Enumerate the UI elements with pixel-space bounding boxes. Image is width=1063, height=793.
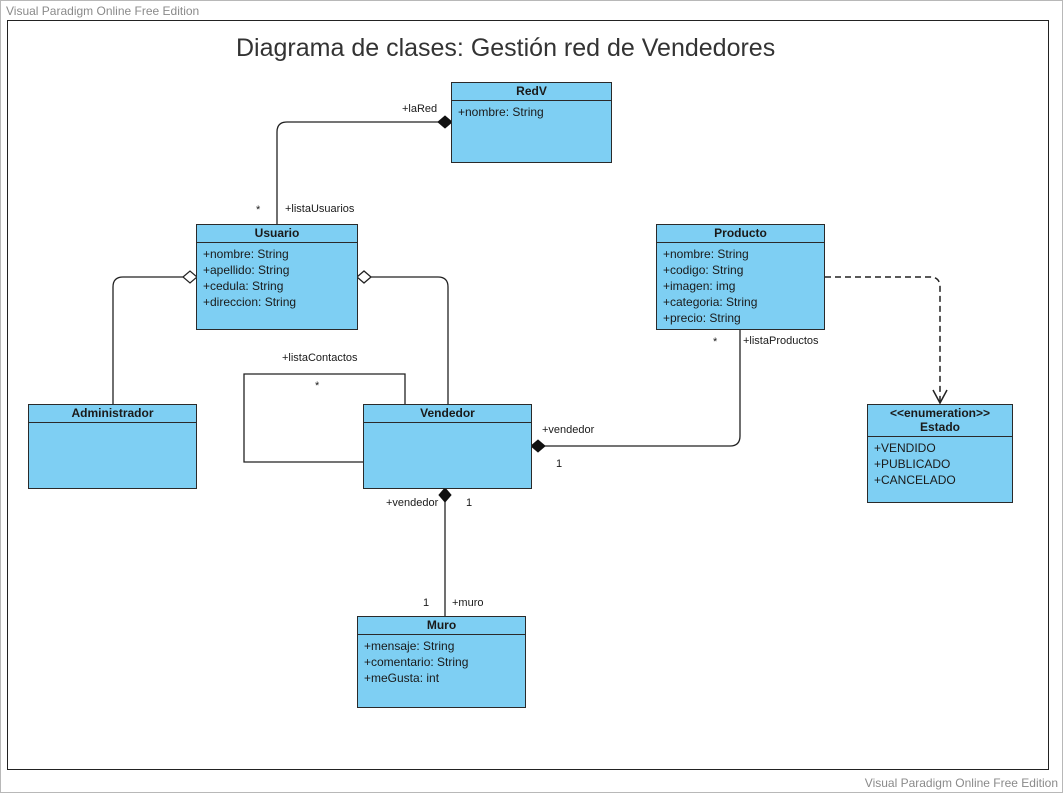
class-attribute: +imagen: img bbox=[663, 279, 736, 293]
role-label-vendedor-right: +vendedor bbox=[542, 424, 595, 436]
class-muro-attributes: +mensaje: String +comentario: String +me… bbox=[358, 635, 525, 689]
class-attribute: +nombre: String bbox=[203, 247, 289, 261]
class-producto-name: Producto bbox=[657, 225, 824, 243]
class-vendedor-name: Vendedor bbox=[364, 405, 531, 423]
usuario-aggregation-diamond-right bbox=[356, 270, 372, 284]
role-label-vendedor-bottom: +vendedor bbox=[386, 497, 439, 509]
class-estado-literals: +VENDIDO +PUBLICADO +CANCELADO bbox=[868, 437, 1012, 491]
class-estado-name: <<enumeration>> Estado bbox=[868, 405, 1012, 437]
class-attribute: +nombre: String bbox=[663, 247, 749, 261]
role-label-listausuarios: +listaUsuarios bbox=[285, 203, 355, 215]
class-usuario-name: Usuario bbox=[197, 225, 357, 243]
class-producto[interactable]: Producto +nombre: String +codigo: String… bbox=[656, 224, 825, 330]
role-label-muro: +muro bbox=[452, 597, 484, 609]
usuario-aggregation-diamond-left bbox=[182, 270, 198, 284]
class-administrador-name: Administrador bbox=[29, 405, 196, 423]
enumeration-literal: +CANCELADO bbox=[874, 473, 956, 487]
vendedor-self-association bbox=[243, 373, 406, 463]
class-attribute: +comentario: String bbox=[364, 655, 469, 669]
dependency-arrowhead bbox=[932, 389, 948, 405]
administrador-usuario-generalization bbox=[112, 276, 183, 404]
class-attribute: +mensaje: String bbox=[364, 639, 455, 653]
class-estado[interactable]: <<enumeration>> Estado +VENDIDO +PUBLICA… bbox=[867, 404, 1013, 503]
multiplicity-usuarios: * bbox=[256, 204, 261, 216]
enumeration-literal: +VENDIDO bbox=[874, 441, 936, 455]
class-muro-name: Muro bbox=[358, 617, 525, 635]
class-usuario-attributes: +nombre: String +apellido: String +cedul… bbox=[197, 243, 357, 313]
class-vendedor[interactable]: Vendedor bbox=[363, 404, 532, 489]
enumeration-stereotype: <<enumeration>> bbox=[889, 406, 991, 420]
class-attribute: +codigo: String bbox=[663, 263, 744, 277]
class-attribute: +meGusta: int bbox=[364, 671, 440, 685]
class-usuario[interactable]: Usuario +nombre: String +apellido: Strin… bbox=[196, 224, 358, 330]
multiplicity-vendedor-right: 1 bbox=[556, 458, 563, 470]
producto-estado-dependency bbox=[825, 276, 941, 402]
vendedor-usuario-association bbox=[371, 276, 449, 404]
usuario-redv-association bbox=[276, 121, 438, 224]
enumeration-name: Estado bbox=[919, 420, 960, 434]
diagram-frame bbox=[7, 20, 1049, 770]
vendedor-producto-association bbox=[545, 329, 741, 447]
class-attribute: +precio: String bbox=[663, 311, 741, 325]
role-label-listaproductos: +listaProductos bbox=[743, 335, 819, 347]
class-attribute: +categoria: String bbox=[663, 295, 758, 309]
class-attribute: +cedula: String bbox=[203, 279, 284, 293]
watermark-top: Visual Paradigm Online Free Edition bbox=[6, 4, 200, 18]
class-administrador[interactable]: Administrador bbox=[28, 404, 197, 489]
multiplicity-productos: * bbox=[713, 336, 718, 348]
vendedor-composition-diamond-bottom bbox=[438, 487, 452, 503]
enumeration-literal: +PUBLICADO bbox=[874, 457, 951, 471]
diagram-title: Diagrama de clases: Gestión red de Vende… bbox=[236, 34, 776, 62]
class-attribute: +direccion: String bbox=[203, 295, 297, 309]
class-redv-attributes: +nombre: String bbox=[452, 101, 611, 123]
class-redv[interactable]: RedV +nombre: String bbox=[451, 82, 612, 163]
class-attribute: +nombre: String bbox=[458, 105, 544, 119]
class-attribute: +apellido: String bbox=[203, 263, 290, 277]
multiplicity-contactos: * bbox=[315, 380, 320, 392]
class-producto-attributes: +nombre: String +codigo: String +imagen:… bbox=[657, 243, 824, 329]
role-label-listacontactos: +listaContactos bbox=[282, 352, 358, 364]
vendedor-composition-diamond-right bbox=[530, 439, 546, 453]
multiplicity-muro: 1 bbox=[423, 597, 430, 609]
class-redv-name: RedV bbox=[452, 83, 611, 101]
multiplicity-vendedor-bottom: 1 bbox=[466, 497, 473, 509]
role-label-lared: +laRed bbox=[402, 103, 438, 115]
class-muro[interactable]: Muro +mensaje: String +comentario: Strin… bbox=[357, 616, 526, 708]
watermark-bottom: Visual Paradigm Online Free Edition bbox=[864, 776, 1058, 790]
redv-composition-diamond bbox=[437, 115, 453, 129]
